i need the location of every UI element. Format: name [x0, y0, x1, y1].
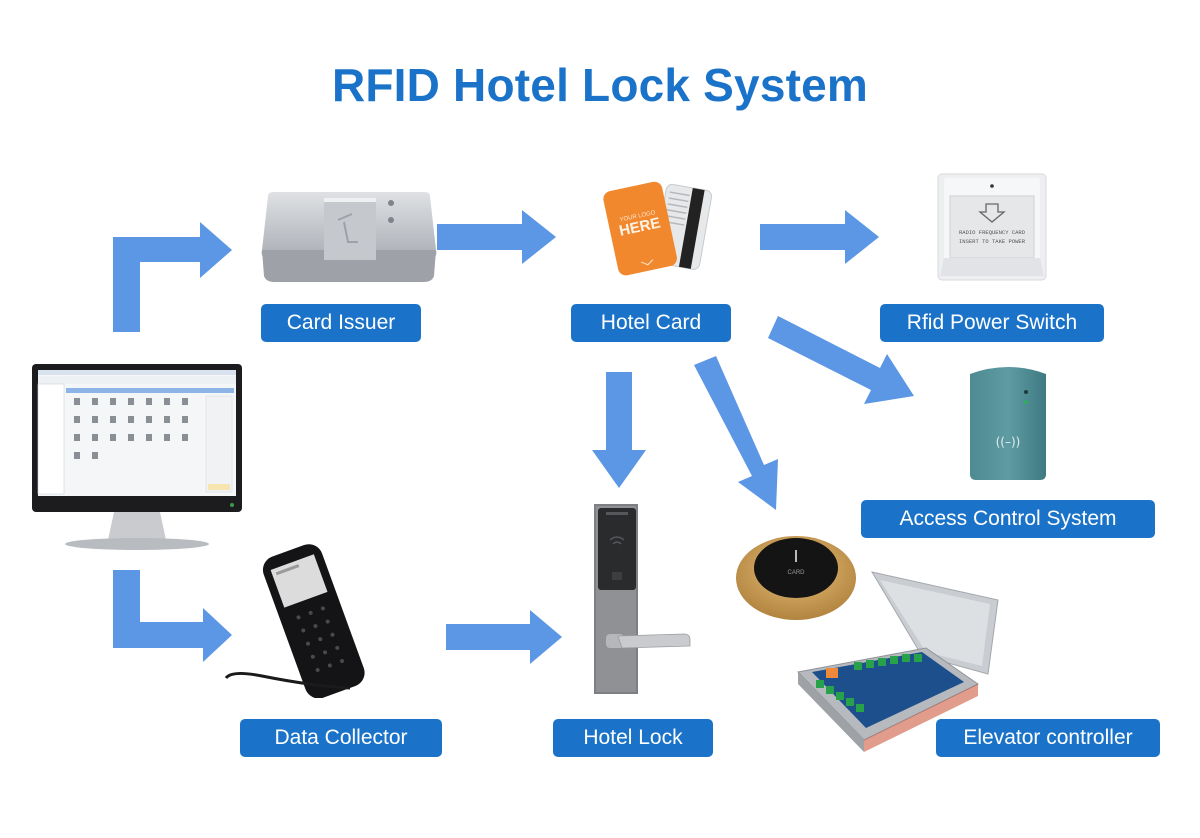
arrow-pc-to-card-issuer: [113, 222, 232, 332]
arrow-hotel-card-to-hotel-lock: [592, 372, 646, 488]
data-collector-icon: [224, 544, 365, 698]
arrow-hotel-card-to-elevator: [694, 356, 778, 510]
label-elevator-controller: Elevator controller: [936, 719, 1160, 757]
arrow-hotel-card-to-power-switch: [760, 210, 879, 264]
hotel-card-icon: YOUR LOGO HERE: [603, 181, 713, 276]
svg-text:((–)): ((–)): [996, 435, 1021, 449]
hotel-lock-icon: [594, 504, 691, 694]
diagram-title: RFID Hotel Lock System: [331, 59, 869, 111]
power-switch-icon: RADIO FREQUENCY CARD INSERT TO TAKE POWE…: [937, 173, 1047, 281]
svg-text:INSERT TO TAKE POWER: INSERT TO TAKE POWER: [959, 238, 1026, 245]
label-access-control-system: Access Control System: [861, 500, 1155, 538]
management-pc-icon: [32, 364, 242, 550]
label-data-collector: Data Collector: [240, 719, 442, 757]
arrow-data-collector-to-hotel-lock: [446, 610, 562, 664]
arrow-card-issuer-to-hotel-card: [437, 210, 556, 264]
label-card-issuer: Card Issuer: [261, 304, 421, 342]
elevator-card-reader-icon: CARD: [736, 536, 856, 620]
label-hotel-lock: Hotel Lock: [553, 719, 713, 757]
label-hotel-card: Hotel Card: [571, 304, 731, 342]
elevator-controller-box-icon: [796, 571, 999, 752]
arrow-pc-to-data-collector: [113, 570, 232, 662]
svg-text:CARD: CARD: [787, 570, 805, 576]
card-issuer-device-icon: [261, 192, 437, 282]
access-control-reader-icon: ((–)): [970, 367, 1046, 480]
label-rfid-power-switch: Rfid Power Switch: [880, 304, 1104, 342]
svg-text:RADIO FREQUENCY CARD: RADIO FREQUENCY CARD: [959, 229, 1026, 236]
